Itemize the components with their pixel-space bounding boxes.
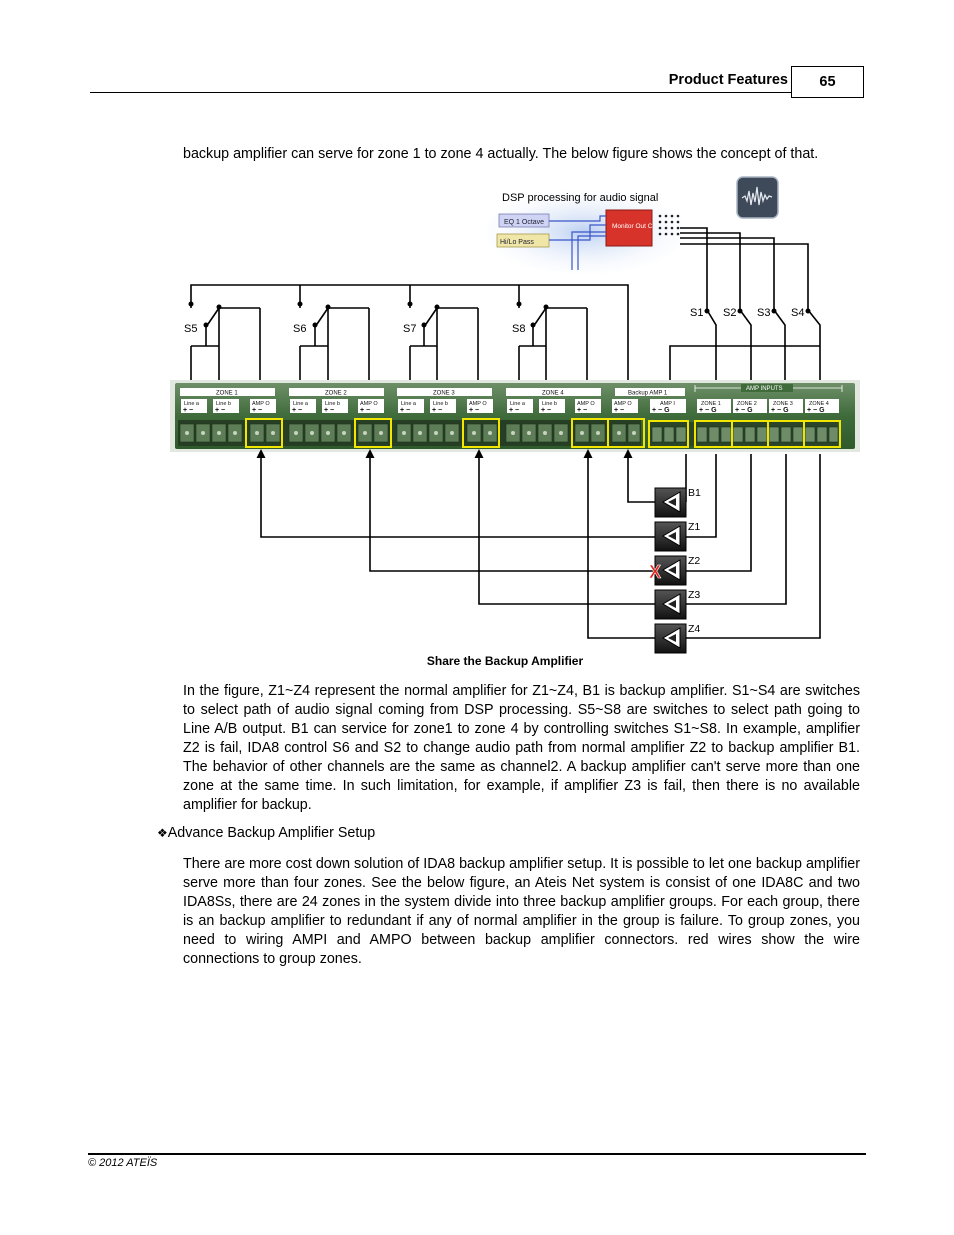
zone1-header: ZONE 1 (216, 391, 238, 397)
backup-amp-header: Backup AMP 1 (628, 391, 668, 397)
switch-s4-label: S4 (791, 307, 804, 319)
svg-text:+ −: + − (360, 407, 370, 414)
eq-block-label: EQ 1 Octave (504, 219, 544, 226)
svg-text:+ −: + − (183, 407, 193, 414)
amplifier-icons: X B1 Z1 Z2 Z3 Z4 (649, 487, 701, 654)
amp-input-zone4: ZONE 4 (809, 401, 829, 407)
switches-s5-s8 (190, 300, 588, 380)
svg-text:+ −: + − (541, 407, 551, 414)
dsp-block: DSP processing for audio signal EQ 1 Oct… (485, 176, 779, 274)
port-line-b: Line b (433, 401, 448, 407)
amp-input-zone2: ZONE 2 (737, 401, 757, 407)
intro-paragraph: backup amplifier can serve for zone 1 to… (183, 146, 819, 162)
svg-text:+ −: + − (324, 407, 334, 414)
fail-marker: X (649, 562, 661, 582)
amp-input-zone3: ZONE 3 (773, 401, 793, 407)
svg-text:+ −: + − (292, 407, 302, 414)
svg-text:+ −: + − (400, 407, 410, 414)
amp-z1-icon (654, 521, 687, 552)
svg-text:+ −: + − (509, 407, 519, 414)
switches-s1-s4 (669, 309, 821, 380)
amp-input-zone1: ZONE 1 (701, 401, 721, 407)
port-line-a: Line a (184, 401, 200, 407)
switch-s5-label: S5 (184, 323, 197, 335)
switch-s6-label: S6 (293, 323, 306, 335)
switch-s2-label: S2 (723, 307, 736, 319)
paragraph-advance-setup: There are more cost down solution of IDA… (183, 856, 860, 967)
monitor-label: Monitor Out C (612, 223, 653, 230)
amp-z1-label: Z1 (688, 521, 700, 533)
svg-text:+ − G: + − G (735, 407, 753, 414)
port-line-a: Line a (510, 401, 526, 407)
amp-z4-label: Z4 (688, 623, 700, 635)
amp-b1-label: B1 (688, 487, 701, 499)
svg-text:+ −: + − (215, 407, 225, 414)
svg-text:+ −: + − (577, 407, 587, 414)
backup-port-amp-o: AMP O (614, 401, 632, 407)
page-number: 65 (791, 66, 864, 98)
backup-amplifier-diagram: DSP processing for audio signal EQ 1 Oct… (170, 176, 860, 654)
amp-b1-icon (654, 487, 687, 518)
svg-text:+ −: + − (432, 407, 442, 414)
port-amp-o: AMP O (469, 401, 487, 407)
svg-text:+ −: + − (252, 407, 262, 414)
amp-z2-label: Z2 (688, 555, 700, 567)
port-amp-o: AMP O (577, 401, 595, 407)
svg-text:+ − G: + − G (652, 407, 670, 414)
bullet-heading-text: Advance Backup Amplifier Setup (167, 825, 376, 841)
port-line-b: Line b (216, 401, 231, 407)
port-line-b: Line b (325, 401, 340, 407)
svg-text:+ −: + − (614, 407, 624, 414)
port-line-b: Line b (542, 401, 557, 407)
amp-z3-label: Z3 (688, 589, 700, 601)
dsp-label: DSP processing for audio signal (502, 192, 658, 204)
port-amp-o: AMP O (360, 401, 378, 407)
switch-s8-label: S8 (512, 323, 525, 335)
amp-z2-icon (654, 555, 687, 586)
bullet-diamond-icon: ❖ (157, 826, 168, 840)
bullet-heading: ❖Advance Backup Amplifier Setup (157, 825, 375, 841)
svg-text:+ − G: + − G (771, 407, 789, 414)
header-section-title: Product Features (668, 72, 788, 88)
port-line-a: Line a (293, 401, 309, 407)
zone3-header: ZONE 3 (433, 391, 455, 397)
svg-text:+ − G: + − G (807, 407, 825, 414)
paragraph-backup-explanation: In the figure, Z1~Z4 represent the norma… (183, 683, 860, 813)
zone4-header: ZONE 4 (542, 391, 564, 397)
port-amp-o: AMP O (252, 401, 270, 407)
amp-inputs-header: AMP INPUTS (746, 386, 783, 392)
zone2-header: ZONE 2 (325, 391, 347, 397)
switch-s3-label: S3 (757, 307, 770, 319)
backup-port-amp-i: AMP I (660, 401, 675, 407)
hilo-block-label: Hi/Lo Pass (500, 239, 534, 246)
connector-board: ZONE 1 ZONE 2 ZONE 3 ZONE 4 Backup AMP 1… (170, 380, 860, 452)
footer-rule (88, 1153, 866, 1155)
amp-z4-icon (654, 623, 687, 654)
svg-text:+ −: + − (469, 407, 479, 414)
waveform-icon (736, 176, 779, 219)
svg-text:+ − G: + − G (699, 407, 717, 414)
port-line-a: Line a (401, 401, 417, 407)
switch-s7-label: S7 (403, 323, 416, 335)
header-rule (90, 92, 791, 93)
footer-copyright: © 2012 ATEÏS (88, 1157, 158, 1169)
switch-s1-label: S1 (690, 307, 703, 319)
amp-z3-icon (654, 589, 687, 620)
figure-caption: Share the Backup Amplifier (426, 654, 584, 668)
